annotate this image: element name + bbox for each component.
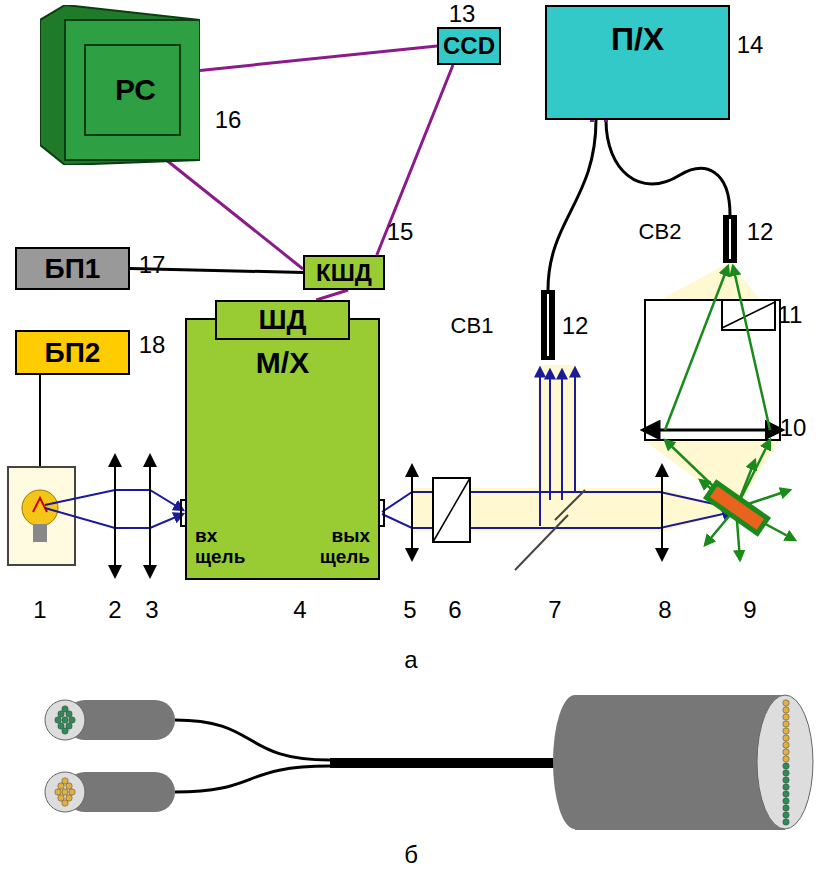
- cable-line: [200, 46, 437, 70]
- callout-number: 10: [780, 414, 807, 442]
- callout-number: 4: [293, 596, 306, 624]
- slit-label: вх щель: [195, 526, 255, 568]
- callout-number: 3: [145, 596, 158, 624]
- ccd-camera: CCD: [437, 27, 501, 65]
- callout-number: 7: [548, 596, 561, 624]
- box-label: ШД: [258, 304, 306, 336]
- callout-number: 2: [108, 596, 121, 624]
- callout-number: 16: [215, 106, 242, 134]
- callout-number: 5: [403, 596, 416, 624]
- box-label: БП2: [45, 337, 101, 369]
- cable-line: [316, 290, 348, 300]
- callout-number: 13: [449, 0, 476, 28]
- power-supply-box: БП1: [15, 247, 130, 290]
- slit-label: вых щель: [310, 526, 370, 568]
- stepper-motor-box: ШД: [215, 300, 350, 340]
- callout-number: а: [404, 646, 417, 674]
- callout-number: 12: [562, 312, 589, 340]
- box-label: РС: [115, 73, 156, 107]
- polychromator-box: П/Х: [545, 5, 730, 120]
- callout-number: 17: [139, 251, 166, 279]
- cable-line: [166, 160, 303, 269]
- callout-number: 8: [658, 596, 671, 624]
- callout-number: 15: [387, 218, 414, 246]
- callout-number: СВ1: [451, 313, 494, 339]
- box-label: П/Х: [611, 21, 664, 58]
- callout-number: 6: [448, 596, 461, 624]
- callout-number: 12: [747, 218, 774, 246]
- pc-monitor: РС: [65, 20, 200, 160]
- callout-number: 18: [139, 331, 166, 359]
- power-supply-box: БП2: [15, 330, 130, 375]
- callout-number: 1: [33, 596, 46, 624]
- stepper-controller-box: КШД: [303, 255, 385, 290]
- callout-number: 14: [737, 31, 764, 59]
- callout-number: 11: [778, 301, 803, 329]
- callout-number: б: [404, 841, 418, 869]
- box-label: БП1: [45, 253, 101, 285]
- box-label: CCD: [443, 32, 495, 60]
- monochromator-box: М/Х вх щель вых щель: [185, 318, 380, 580]
- callout-number: 9: [743, 596, 756, 624]
- callout-number: СВ2: [639, 219, 682, 245]
- box-label: КШД: [316, 259, 372, 287]
- box-label: М/Х: [187, 346, 378, 380]
- cable-line: [377, 65, 453, 255]
